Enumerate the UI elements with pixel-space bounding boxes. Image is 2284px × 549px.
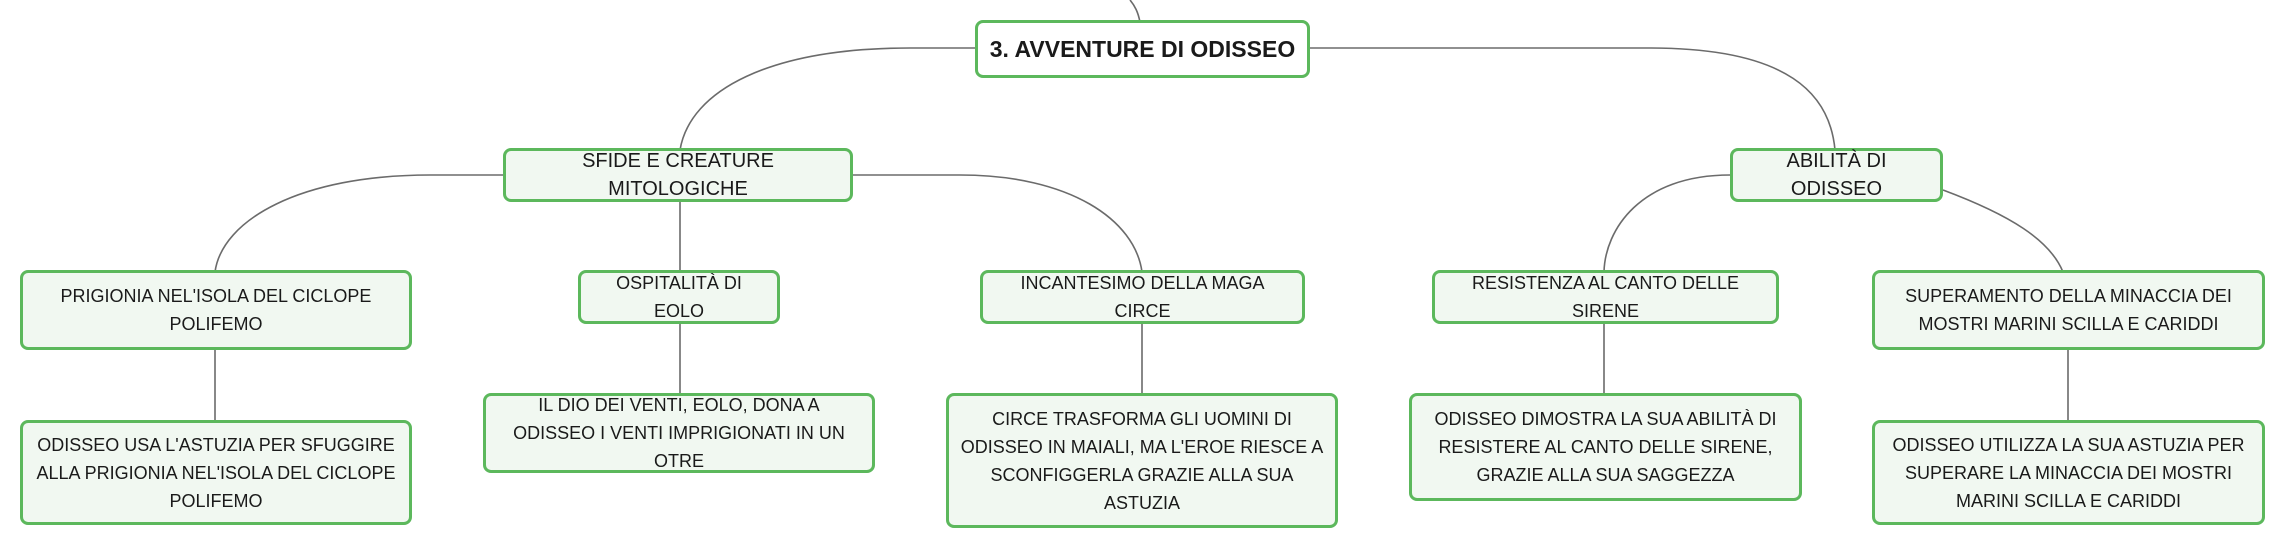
topic-prigionia-polifemo[interactable]: PRIGIONIA NEL'ISOLA DEL CICLOPE POLIFEMO xyxy=(20,270,412,350)
detail-incantesimo-circe[interactable]: CIRCE TRASFORMA GLI UOMINI DI ODISSEO IN… xyxy=(946,393,1338,528)
connector-branch-2-topic-4 xyxy=(1603,174,1731,273)
branch-abilita-di-odisseo[interactable]: ABILITÀ DI ODISSEO xyxy=(1730,148,1943,202)
branch-sfide-creature-mitologiche[interactable]: SFIDE E CREATURE MITOLOGICHE xyxy=(503,148,853,202)
topic-incantesimo-circe[interactable]: INCANTESIMO DELLA MAGA CIRCE xyxy=(980,270,1305,324)
detail-scilla-cariddi[interactable]: ODISSEO UTILIZZA LA SUA ASTUZIA PER SUPE… xyxy=(1872,420,2265,525)
connector-branch-1-topic-1 xyxy=(214,174,503,273)
topic-ospitalita-eolo[interactable]: OSPITALITÀ DI EOLO xyxy=(578,270,780,324)
topic-scilla-cariddi[interactable]: SUPERAMENTO DELLA MINACCIA DEI MOSTRI MA… xyxy=(1872,270,2265,350)
connector-branch-1-topic-3 xyxy=(853,174,1143,273)
connector-parent-root xyxy=(1129,0,1141,23)
detail-resistenza-sirene[interactable]: ODISSEO DIMOSTRA LA SUA ABILITÀ DI RESIS… xyxy=(1409,393,1802,501)
detail-ospitalita-eolo[interactable]: IL DIO DEI VENTI, EOLO, DONA A ODISSEO I… xyxy=(483,393,875,473)
detail-prigionia-polifemo[interactable]: ODISSEO USA L'ASTUZIA PER SFUGGIRE ALLA … xyxy=(20,420,412,525)
root-topic[interactable]: 3. AVVENTURE DI ODISSEO xyxy=(975,20,1310,78)
connector-root-branch-2 xyxy=(1310,47,1836,151)
topic-resistenza-sirene[interactable]: RESISTENZA AL CANTO DELLE SIRENE xyxy=(1432,270,1779,324)
connector-branch-2-topic-5 xyxy=(1942,189,2064,273)
connector-root-branch-1 xyxy=(679,47,975,151)
